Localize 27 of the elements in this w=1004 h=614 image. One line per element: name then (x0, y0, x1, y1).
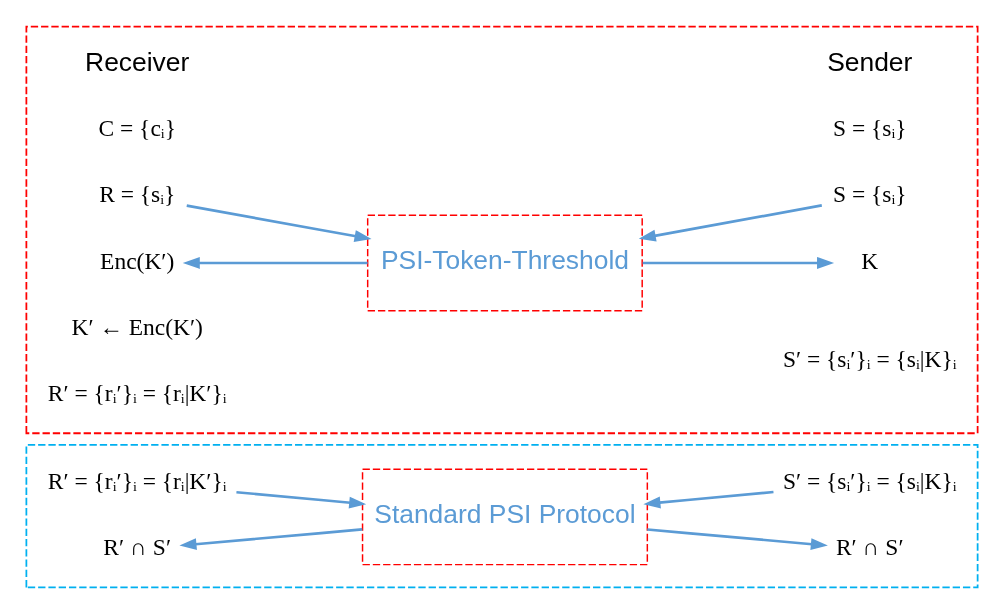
label: S = {sᵢ} (832, 115, 907, 142)
arrow (182, 257, 368, 269)
node-text: R′ ∩ S′ (103, 533, 172, 560)
label: K′ ← Enc(K′) (71, 313, 203, 340)
label: C = {cᵢ} (98, 115, 176, 142)
node-text: S′ = {sᵢ′}ᵢ = {sᵢ|K}ᵢ (782, 467, 957, 494)
label: Receiver (85, 47, 190, 78)
cluster (25, 444, 979, 589)
node-text: K (861, 247, 879, 274)
label: R′ = {rᵢ′}ᵢ = {rᵢ|K′}ᵢ (47, 379, 227, 406)
arrow (643, 490, 774, 509)
node-text: R′ = {rᵢ′}ᵢ = {rᵢ|K′}ᵢ (47, 467, 227, 494)
arrow (186, 204, 372, 242)
arrow (179, 528, 363, 551)
arrow (642, 257, 835, 269)
node-box: Standard PSI Protocol (361, 468, 649, 566)
arrow (236, 490, 367, 509)
node-text: R′ ∩ S′ (835, 533, 904, 560)
node-box: PSI-Token-Threshold (366, 214, 643, 312)
label: Sender (827, 47, 913, 78)
node-text: Enc(K′) (100, 247, 175, 274)
label: S′ = {sᵢ′}ᵢ = {sᵢ|K}ᵢ (782, 345, 957, 372)
cluster (25, 25, 979, 435)
node-text: S = {sᵢ} (832, 181, 907, 208)
node-text: R = {sᵢ} (99, 181, 176, 208)
arrow (647, 528, 828, 551)
arrow (638, 204, 823, 242)
